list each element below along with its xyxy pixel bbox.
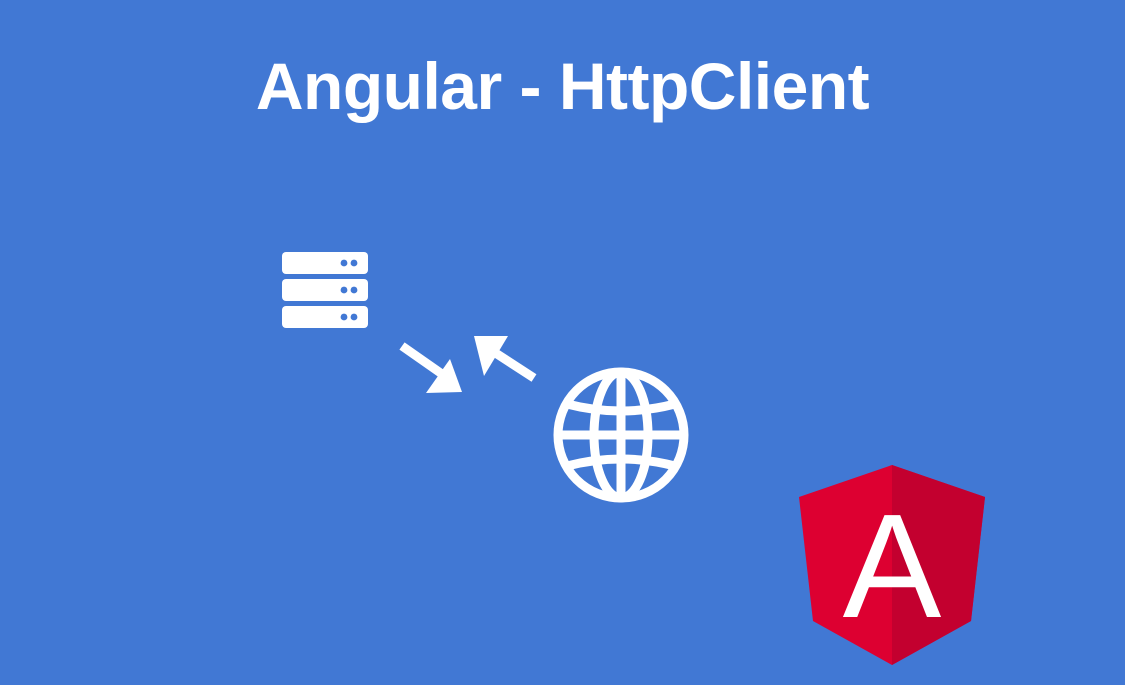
arrow-up-left-icon xyxy=(474,336,537,382)
arrow-down-right-icon xyxy=(399,342,462,393)
server-icon xyxy=(282,252,368,328)
angular-logo-letter: A xyxy=(843,484,942,649)
angular-logo: A xyxy=(799,465,985,665)
banner-title: Angular - HttpClient xyxy=(255,49,870,123)
globe-icon xyxy=(553,367,689,503)
